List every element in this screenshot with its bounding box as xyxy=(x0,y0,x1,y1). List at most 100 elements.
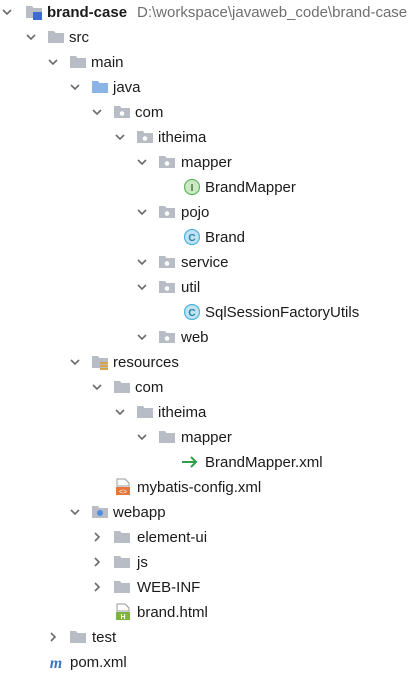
tree-row-resources-mapper[interactable]: mapper xyxy=(0,425,412,450)
tree-label: WEB-INF xyxy=(137,579,201,596)
tree-row-brandmapper-xml[interactable]: BrandMapper.xml xyxy=(0,450,412,475)
tree-row-util[interactable]: util xyxy=(0,275,412,300)
chevron-right-icon[interactable] xyxy=(46,630,60,644)
tree-row-resources[interactable]: resources xyxy=(0,350,412,375)
folder-icon xyxy=(137,406,153,418)
web-folder-icon xyxy=(92,506,108,518)
tree-row-resources-com[interactable]: com xyxy=(0,375,412,400)
tree-row-brand-case[interactable]: brand-case D:\workspace\javaweb_code\bra… xyxy=(0,0,412,25)
tree-label: BrandMapper.xml xyxy=(205,454,323,471)
tree-label: java xyxy=(113,79,141,96)
project-path: D:\workspace\javaweb_code\brand-case xyxy=(137,4,408,21)
chevron-down-icon[interactable] xyxy=(46,55,60,69)
package-icon xyxy=(159,256,175,268)
tree-label: main xyxy=(91,54,124,71)
chevron-down-icon[interactable] xyxy=(68,505,82,519)
tree-label: test xyxy=(92,629,117,646)
package-icon xyxy=(137,131,153,143)
tree-label: mapper xyxy=(181,154,232,171)
tree-row-web[interactable]: web xyxy=(0,325,412,350)
class-icon: C xyxy=(183,228,201,246)
chevron-right-icon[interactable] xyxy=(90,530,104,544)
tree-label: pom.xml xyxy=(70,654,127,671)
chevron-down-icon[interactable] xyxy=(68,355,82,369)
chevron-down-icon[interactable] xyxy=(135,330,149,344)
project-name: brand-case xyxy=(47,4,128,21)
tree-label: com xyxy=(135,379,164,396)
chevron-down-icon[interactable] xyxy=(135,155,149,169)
chevron-down-icon[interactable] xyxy=(135,255,149,269)
tree-row-brand[interactable]: C Brand xyxy=(0,225,412,250)
tree-row-main[interactable]: main xyxy=(0,50,412,75)
folder-icon xyxy=(114,556,130,568)
tree-row-sqlsessionfactoryutils[interactable]: C SqlSessionFactoryUtils xyxy=(0,300,412,325)
tree-row-brand-html[interactable]: H brand.html xyxy=(0,600,412,625)
svg-text:<>: <> xyxy=(119,489,127,496)
tree-row-resources-itheima[interactable]: itheima xyxy=(0,400,412,425)
package-icon xyxy=(159,331,175,343)
tree-label: BrandMapper xyxy=(205,179,296,196)
tree-label: web xyxy=(181,329,209,346)
resources-root-icon xyxy=(92,356,108,370)
module-folder-icon xyxy=(26,6,42,20)
mapper-xml-arrow-icon xyxy=(182,456,198,468)
chevron-down-icon[interactable] xyxy=(135,205,149,219)
tree-label: service xyxy=(181,254,229,271)
chevron-down-icon[interactable] xyxy=(113,130,127,144)
svg-text:m: m xyxy=(50,655,62,671)
folder-icon xyxy=(114,381,130,393)
chevron-down-icon[interactable] xyxy=(113,405,127,419)
svg-text:I: I xyxy=(191,183,194,194)
tree-label: Brand xyxy=(205,229,246,246)
maven-icon: m xyxy=(50,655,62,671)
svg-text:C: C xyxy=(188,233,195,244)
tree-row-test[interactable]: test xyxy=(0,625,412,650)
chevron-down-icon[interactable] xyxy=(90,105,104,119)
folder-icon xyxy=(48,31,64,43)
interface-icon: I xyxy=(183,178,201,196)
tree-label: mybatis-config.xml xyxy=(137,479,262,496)
tree-row-element-ui[interactable]: element-ui xyxy=(0,525,412,550)
tree-label: mapper xyxy=(181,429,232,446)
tree-label: brand.html xyxy=(137,604,208,621)
svg-text:H: H xyxy=(120,614,125,621)
class-icon: C xyxy=(183,303,201,321)
tree-label: itheima xyxy=(158,404,207,421)
tree-row-brandmapper[interactable]: I BrandMapper xyxy=(0,175,412,200)
tree-row-java[interactable]: java xyxy=(0,75,412,100)
tree-label: src xyxy=(69,29,89,46)
tree-row-mybatis-config[interactable]: <> mybatis-config.xml xyxy=(0,475,412,500)
package-icon xyxy=(159,206,175,218)
chevron-down-icon[interactable] xyxy=(135,430,149,444)
chevron-down-icon[interactable] xyxy=(135,280,149,294)
tree-row-service[interactable]: service xyxy=(0,250,412,275)
tree-label: element-ui xyxy=(137,529,208,546)
xml-file-icon: <> xyxy=(116,478,130,496)
tree-row-pojo[interactable]: pojo xyxy=(0,200,412,225)
tree-row-src[interactable]: src xyxy=(0,25,412,50)
chevron-down-icon[interactable] xyxy=(90,380,104,394)
chevron-down-icon[interactable] xyxy=(68,80,82,94)
source-root-icon xyxy=(92,81,108,93)
chevron-down-icon[interactable] xyxy=(24,30,38,44)
chevron-down-icon[interactable] xyxy=(0,5,14,19)
tree-label: pojo xyxy=(181,204,210,221)
tree-label: com xyxy=(135,104,164,121)
folder-icon xyxy=(70,56,86,68)
tree-row-com[interactable]: com xyxy=(0,100,412,125)
chevron-right-icon[interactable] xyxy=(90,555,104,569)
tree-row-web-inf[interactable]: WEB-INF xyxy=(0,575,412,600)
tree-label: util xyxy=(181,279,201,296)
tree-row-itheima[interactable]: itheima xyxy=(0,125,412,150)
tree-row-mapper[interactable]: mapper xyxy=(0,150,412,175)
tree-row-webapp[interactable]: webapp xyxy=(0,500,412,525)
tree-row-js[interactable]: js xyxy=(0,550,412,575)
svg-text:C: C xyxy=(188,308,195,319)
tree-row-pom-xml[interactable]: m pom.xml xyxy=(0,650,412,675)
tree-label: resources xyxy=(113,354,179,371)
tree-label: js xyxy=(137,554,148,571)
folder-icon xyxy=(70,631,86,643)
tree-label: webapp xyxy=(113,504,166,521)
chevron-right-icon[interactable] xyxy=(90,580,104,594)
